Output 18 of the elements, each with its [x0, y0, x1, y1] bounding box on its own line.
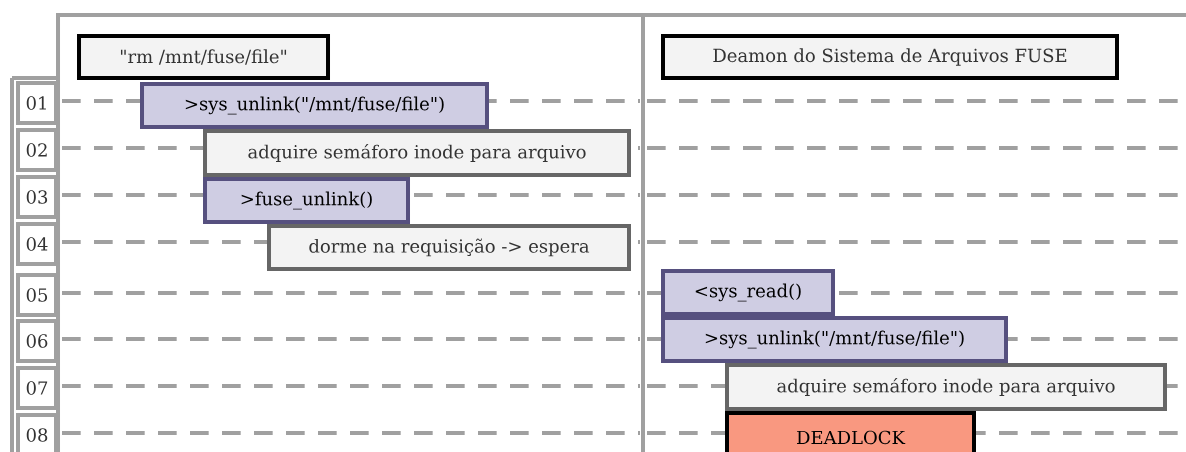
step-box: adquire semáforo inode para arquivo — [725, 363, 1167, 411]
step-number: 05 — [16, 273, 58, 317]
call-box: <sys_read() — [661, 269, 835, 316]
step-number: 03 — [16, 175, 58, 219]
call-box: >fuse_unlink() — [203, 177, 410, 224]
call-box: >sys_unlink("/mnt/fuse/file") — [661, 316, 1008, 363]
step-number: 07 — [16, 366, 58, 410]
title-box: Deamon do Sistema de Arquivos FUSE — [661, 34, 1119, 80]
step-box: adquire semáforo inode para arquivo — [203, 129, 631, 177]
step-number: 02 — [16, 128, 58, 172]
title-box: "rm /mnt/fuse/file" — [77, 34, 330, 80]
step-number: 08 — [16, 413, 58, 452]
step-number: 06 — [16, 319, 58, 363]
alert-box: DEADLOCK — [725, 411, 976, 452]
call-box: >sys_unlink("/mnt/fuse/file") — [140, 82, 489, 129]
step-number: 01 — [16, 81, 58, 125]
step-box: dorme na requisição -> espera — [267, 224, 631, 271]
step-number: 04 — [16, 222, 58, 266]
